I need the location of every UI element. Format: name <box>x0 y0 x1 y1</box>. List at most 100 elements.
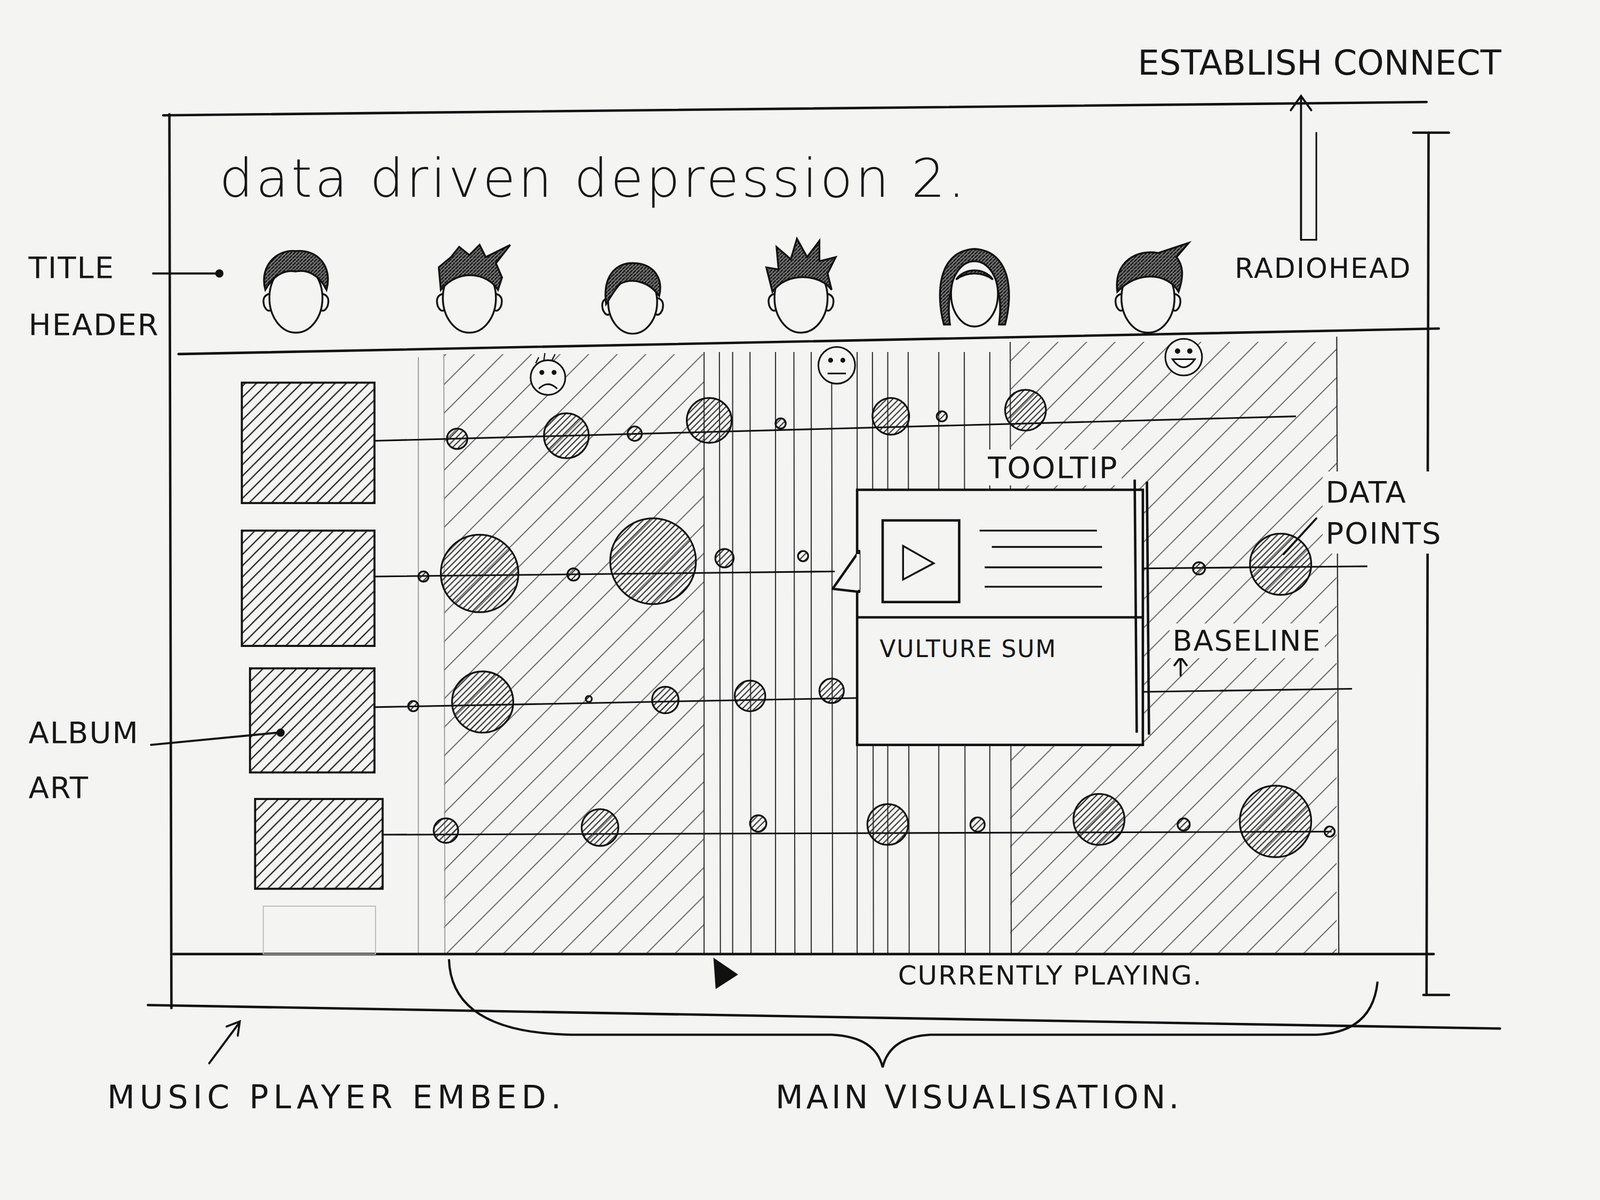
sketch-stroke <box>1172 358 1195 367</box>
sketch-stroke <box>857 616 1143 619</box>
sketch-stroke <box>950 261 998 327</box>
sketch-stroke <box>939 249 1010 327</box>
sketch-stroke <box>872 397 910 435</box>
sketch-stroke <box>241 530 375 646</box>
sketch-stroke <box>418 571 429 582</box>
sketch-stroke <box>216 270 223 277</box>
sketch-stroke <box>567 568 580 581</box>
sketch-stroke <box>970 817 986 832</box>
sketch-stroke <box>581 809 619 846</box>
sketch-stroke <box>408 700 419 711</box>
sketch-stroke <box>1174 657 1187 676</box>
sketch-stroke <box>530 360 566 395</box>
sketch-stroke <box>263 293 329 311</box>
sketch-stroke <box>818 347 855 384</box>
baseline <box>374 416 1368 835</box>
sketch-stroke <box>436 293 502 311</box>
sketch-stroke <box>1290 96 1311 240</box>
sketch-stroke <box>1187 349 1192 354</box>
sketch-stroke <box>882 520 959 603</box>
sketch-stroke <box>1324 826 1335 837</box>
sketch-stroke <box>178 328 1439 355</box>
page-title: data driven depression 2. <box>219 146 968 211</box>
part-label: DATA POINTS <box>1322 471 1488 554</box>
sketch-stroke <box>544 413 589 459</box>
sketch-stroke <box>552 370 556 374</box>
sketch-stroke <box>250 668 375 773</box>
sketch-stroke <box>797 550 808 562</box>
sketch-stroke <box>443 354 704 955</box>
sketch-stroke <box>775 418 786 429</box>
sketch-stroke <box>264 250 328 290</box>
sketch-stroke <box>540 370 544 374</box>
sketch-stroke <box>605 262 661 304</box>
node-text: CURRENTLY PLAYING. <box>898 959 1203 992</box>
hatched-band <box>443 336 1339 955</box>
sketch-stroke <box>714 958 737 988</box>
node-text: RADIOHEAD <box>1234 251 1412 285</box>
part-label: MAIN VISUALISATION. <box>775 1077 1183 1117</box>
part-label: MUSIC PLAYER EMBED. <box>107 1077 566 1117</box>
sketch-stroke <box>241 382 375 503</box>
node-text: VULTURE SUM <box>879 634 1057 663</box>
sketch-stroke <box>715 548 734 567</box>
sketch-stroke <box>1177 818 1190 831</box>
sketch-stroke <box>1116 242 1189 292</box>
sketch-stroke <box>1300 132 1317 240</box>
sketch-stroke <box>263 906 376 955</box>
sketch-stroke <box>441 534 519 613</box>
part-label: BASELINE <box>1169 623 1325 659</box>
sketch-stroke <box>585 696 592 702</box>
sketch-stroke <box>602 262 663 334</box>
sketch-stroke <box>446 428 468 450</box>
header-band: RADIOHEAD <box>173 114 1431 341</box>
data-point <box>408 389 1335 858</box>
sketch-stroke <box>535 353 555 364</box>
sketch-stroke <box>209 1021 240 1063</box>
tooltip-box <box>832 479 1149 745</box>
sketch-stroke <box>749 815 767 832</box>
sketch-stroke <box>418 354 445 955</box>
part-label: TOOLTIP <box>984 449 1122 486</box>
mood-emoji <box>530 338 1203 395</box>
sketch-stroke <box>819 678 844 703</box>
sketch-stroke <box>867 804 909 846</box>
sketch-stroke <box>169 114 172 1008</box>
page-frame <box>147 101 1500 1029</box>
sketch-stroke <box>1283 518 1317 555</box>
note-label: ESTABLISH CONNECT <box>1137 42 1502 84</box>
sketch-stroke <box>602 298 663 316</box>
sketch-stroke <box>254 798 383 889</box>
sketch-stroke <box>827 372 846 375</box>
sketch-stroke <box>1423 993 1450 997</box>
part-label: TITLE HEADER <box>28 238 205 354</box>
sketch-stroke <box>438 244 511 290</box>
sketch-stroke <box>857 489 1143 745</box>
sketch-stroke <box>163 101 1427 116</box>
sketch-stroke <box>436 244 510 333</box>
sketch-stroke <box>979 530 1103 587</box>
sketch-stroke <box>153 272 217 275</box>
tooltip-box: VULTURE SUM <box>857 489 1143 745</box>
part-label: ALBUM ART <box>28 705 173 815</box>
leader-line <box>150 96 1317 1064</box>
sketch-stroke <box>902 546 934 580</box>
sketch-stroke <box>734 680 766 711</box>
sketch-stroke <box>652 686 679 714</box>
sketch-stroke <box>1165 338 1203 376</box>
sketch-stroke <box>1336 336 1339 955</box>
player-play <box>714 958 737 988</box>
sketch-stroke <box>538 384 557 389</box>
sketch-stroke <box>1073 794 1125 846</box>
sketch-stroke <box>1426 132 1429 996</box>
sketch-stroke <box>452 671 514 733</box>
sketch-stroke <box>1134 479 1150 735</box>
sketch-stroke <box>277 729 284 736</box>
sketch-stroke <box>627 426 643 442</box>
sketch-stroke <box>374 416 1296 442</box>
band-faces <box>263 238 1189 334</box>
sketch-stroke <box>841 358 845 362</box>
sketch-stroke <box>828 358 832 362</box>
sketch-stroke <box>1193 562 1206 575</box>
player-bar: CURRENTLY PLAYING. <box>173 954 1431 1006</box>
